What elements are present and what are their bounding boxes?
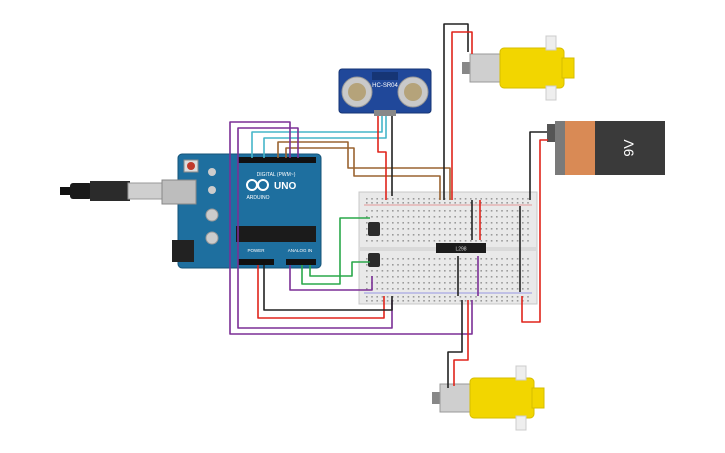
board-model-label: UNO	[274, 181, 296, 192]
sensor-label: HC-SR04	[372, 83, 398, 89]
analog-label: ANALOG IN	[288, 248, 313, 253]
arduino-logo	[246, 179, 269, 191]
battery-9v: 9V	[547, 121, 665, 175]
analog-header	[286, 259, 316, 265]
dc-motor-bottom	[432, 365, 545, 431]
wire-cyan-1	[251, 116, 383, 158]
wire-gnd	[263, 265, 393, 311]
reset-button	[187, 162, 195, 170]
wire-purple-3	[289, 265, 373, 291]
wire-green-2	[309, 261, 370, 277]
wire-sensor-vcc	[377, 116, 387, 200]
digital-label: DIGITAL (PWM~)	[257, 172, 296, 178]
wire-brown-1	[277, 141, 451, 200]
dc-motor-top	[462, 35, 575, 101]
arduino-uno-board: DIGITAL (PWM~) UNO ARDUINO POWER ANALOG …	[161, 153, 322, 269]
power-label: POWER	[247, 248, 265, 253]
board-brand-label: ARDUINO	[246, 195, 269, 201]
wire-motor-bottom-a	[447, 300, 463, 388]
usb-cable	[60, 181, 165, 201]
driver-label: L298	[455, 247, 466, 253]
digital-header	[238, 157, 316, 163]
wire-purple-2	[237, 127, 393, 329]
motor-driver-chip: L298	[436, 243, 486, 253]
wire-motor-top-a	[443, 23, 469, 200]
wire-motor-bottom-b	[453, 300, 469, 386]
wire-battery-pos	[521, 139, 548, 323]
microcontroller-chip	[236, 226, 316, 242]
wire-brown-2	[285, 147, 441, 200]
wire-battery-neg	[529, 131, 547, 200]
power-header	[238, 259, 274, 265]
push-button-2	[368, 253, 380, 267]
push-button-1	[368, 222, 380, 236]
wire-cyan-2	[263, 116, 387, 158]
wire-5v	[257, 265, 385, 319]
ultrasonic-sensor: HC-SR04	[338, 68, 432, 116]
wire-green-1	[301, 217, 370, 285]
battery-label: 9V	[621, 139, 637, 157]
wire-motor-top-b	[451, 31, 473, 200]
wires	[229, 23, 548, 388]
